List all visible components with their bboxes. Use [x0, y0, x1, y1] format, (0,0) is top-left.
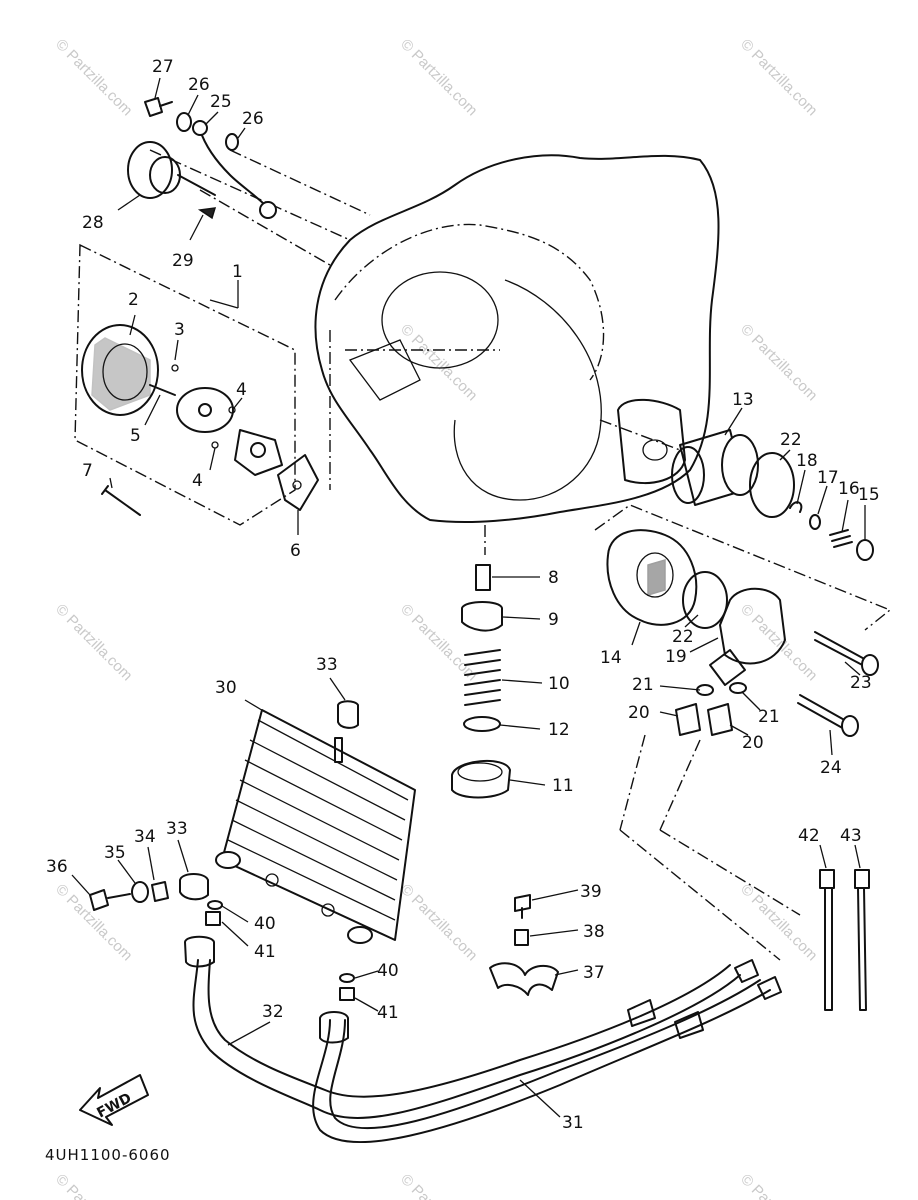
callout-27: 27 [152, 57, 174, 77]
callout-43: 43 [840, 826, 862, 846]
callout-6: 6 [290, 541, 301, 561]
callout-4: 4 [192, 471, 203, 491]
clamp-parts [489, 894, 559, 996]
callout-14: 14 [600, 648, 622, 668]
watermark: © Partzilla.com [52, 36, 135, 119]
callout-19: 19 [665, 647, 687, 667]
callout-17: 17 [817, 468, 839, 488]
callout-5: 5 [130, 426, 141, 446]
callout-8: 8 [548, 568, 559, 588]
watermark: © Partzilla.com [737, 1171, 820, 1200]
callout-22: 22 [672, 627, 694, 647]
callout-34: 34 [134, 827, 156, 847]
callout-2: 2 [128, 290, 139, 310]
callout-12: 12 [548, 720, 570, 740]
callout-9: 9 [548, 610, 559, 630]
callout-31: 31 [562, 1113, 584, 1133]
callout-16: 16 [838, 479, 860, 499]
callout-35: 35 [104, 843, 126, 863]
watermark: © Partzilla.com [737, 881, 820, 964]
watermark: © Partzilla.com [737, 36, 820, 119]
assembly-lines [149, 149, 801, 961]
watermarks: © Partzilla.com © Partzilla.com © Partzi… [52, 36, 820, 1200]
callout-40: 40 [377, 961, 399, 981]
watermark: © Partzilla.com [737, 601, 820, 684]
fwd-arrow: FWD [79, 1074, 149, 1126]
callout-41: 41 [254, 942, 276, 962]
watermark: © Partzilla.com [397, 36, 480, 119]
watermark: © Partzilla.com [397, 601, 480, 684]
callout-18: 18 [796, 451, 818, 471]
callout-37: 37 [583, 963, 605, 983]
callout-4: 4 [236, 380, 247, 400]
callout-21: 21 [758, 707, 780, 727]
callout-38: 38 [583, 922, 605, 942]
callout-33: 33 [166, 819, 188, 839]
callout-20: 20 [628, 703, 650, 723]
callout-39: 39 [580, 882, 602, 902]
callout-7: 7 [82, 461, 93, 481]
callout-24: 24 [820, 758, 842, 778]
callout-26: 26 [188, 75, 210, 95]
callout-40: 40 [254, 914, 276, 934]
watermark: © Partzilla.com [397, 1171, 480, 1200]
callout-29: 29 [172, 251, 194, 271]
crankcase [314, 154, 720, 523]
cable-ties [819, 869, 870, 1011]
callout-1: 1 [232, 262, 243, 282]
watermark: © Partzilla.com [52, 1171, 135, 1200]
watermark: © Partzilla.com [397, 881, 480, 964]
oil-pump-assembly [74, 243, 319, 526]
callout-41: 41 [377, 1003, 399, 1023]
callout-42: 42 [798, 826, 820, 846]
callout-3: 3 [174, 320, 185, 340]
callout-21: 21 [632, 675, 654, 695]
callout-22: 22 [780, 430, 802, 450]
oil-cooler [89, 700, 416, 1001]
callout-26: 26 [242, 109, 264, 129]
callout-labels: 1 2 3 4 4 5 6 7 8 9 10 11 12 13 14 15 16… [46, 57, 880, 1133]
callout-36: 36 [46, 857, 68, 877]
callout-33: 33 [316, 655, 338, 675]
leader-lines [71, 77, 866, 1118]
callout-13: 13 [732, 390, 754, 410]
callout-10: 10 [548, 674, 570, 694]
upper-left-parts [127, 97, 277, 220]
fwd-label: FWD [94, 1090, 134, 1121]
callout-32: 32 [262, 1002, 284, 1022]
watermark: © Partzilla.com [52, 601, 135, 684]
callout-11: 11 [552, 776, 574, 796]
oil-hoses [184, 935, 782, 1144]
oil-filter-group [594, 398, 892, 737]
callout-25: 25 [210, 92, 232, 112]
callout-23: 23 [850, 673, 872, 693]
callout-30: 30 [215, 678, 237, 698]
callout-15: 15 [858, 485, 880, 505]
strainer-stack [451, 564, 511, 799]
diagram-code: 4UH1100-6060 [45, 1146, 171, 1164]
callout-28: 28 [82, 213, 104, 233]
callout-20: 20 [742, 733, 764, 753]
